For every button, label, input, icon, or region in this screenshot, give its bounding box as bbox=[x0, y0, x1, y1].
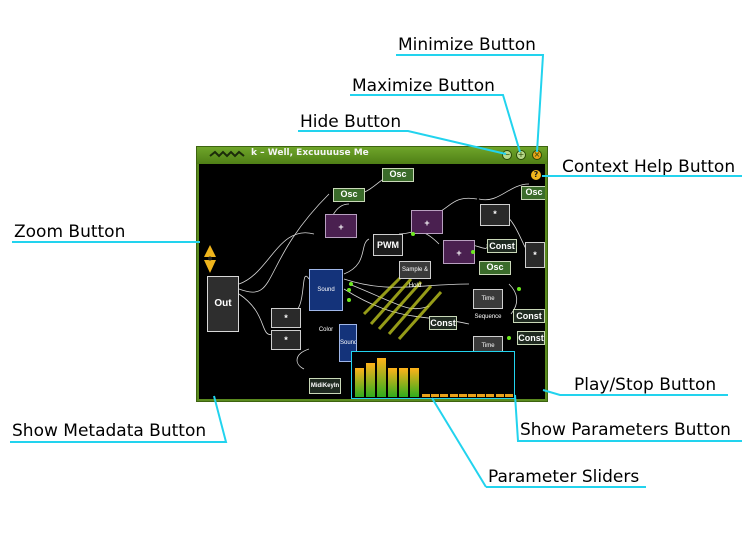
parameter-slider[interactable] bbox=[399, 368, 408, 397]
osc-node[interactable]: Osc bbox=[333, 188, 365, 202]
osc-node[interactable]: Osc bbox=[521, 186, 545, 200]
hide-button-callout: Hide Button bbox=[300, 112, 402, 132]
multiply-node[interactable]: * bbox=[480, 204, 510, 226]
multiply-node[interactable]: * bbox=[525, 242, 545, 268]
zoom-out-icon bbox=[204, 260, 216, 273]
parameter-slider[interactable] bbox=[477, 394, 486, 397]
window-title: k – Well, Excuuuuse Me bbox=[251, 148, 369, 158]
patch-window: k – Well, Excuuuuse Me − + × bbox=[196, 146, 548, 402]
plus-node[interactable]: + bbox=[443, 240, 475, 264]
const-node[interactable]: Const bbox=[487, 239, 517, 253]
context-help-button[interactable]: ? bbox=[531, 170, 541, 180]
parameter-slider[interactable] bbox=[504, 394, 513, 397]
sound-color-node[interactable]: Sound Color bbox=[309, 269, 343, 333]
maximize-button[interactable]: + bbox=[516, 150, 526, 160]
zoom-button[interactable] bbox=[204, 245, 216, 273]
minimize-button[interactable]: × bbox=[532, 150, 542, 160]
x-circle-icon: × bbox=[533, 150, 541, 159]
parameter-slider[interactable] bbox=[410, 368, 419, 397]
parameter-sliders-callout: Parameter Sliders bbox=[488, 467, 640, 487]
parameter-slider[interactable] bbox=[377, 358, 386, 397]
const-node[interactable]: Const bbox=[513, 309, 545, 323]
parameter-slider[interactable] bbox=[422, 394, 430, 397]
parameter-sliders[interactable] bbox=[351, 351, 515, 399]
connection-port[interactable] bbox=[471, 250, 475, 254]
context-help-button-callout: Context Help Button bbox=[562, 157, 736, 177]
multiply-node[interactable]: * bbox=[271, 330, 301, 350]
connection-port[interactable] bbox=[411, 232, 415, 236]
parameter-slider[interactable] bbox=[486, 394, 495, 397]
connection-port[interactable] bbox=[347, 298, 351, 302]
pwm-node[interactable]: PWM bbox=[373, 234, 403, 256]
parameter-slider[interactable] bbox=[431, 394, 440, 397]
sample-hold-node[interactable]: Sample & Hold bbox=[399, 261, 431, 289]
plus-node[interactable]: + bbox=[411, 210, 443, 234]
parameter-slider[interactable] bbox=[366, 363, 375, 397]
title-bar[interactable]: k – Well, Excuuuuse Me − + × bbox=[197, 147, 547, 164]
parameter-slider[interactable] bbox=[440, 394, 449, 397]
plus-circle-icon: + bbox=[517, 150, 525, 159]
osc-node[interactable]: Osc bbox=[382, 168, 414, 182]
zoom-in-icon bbox=[204, 245, 216, 257]
parameter-slider[interactable] bbox=[388, 368, 397, 397]
parameter-slider[interactable] bbox=[355, 368, 364, 397]
parameter-slider[interactable] bbox=[468, 394, 476, 397]
zoom-handle-icon bbox=[208, 256, 212, 261]
hide-button[interactable]: − bbox=[502, 150, 512, 160]
midi-key-in-node[interactable]: MidiKeyIn bbox=[309, 378, 341, 394]
const-node[interactable]: Const bbox=[429, 316, 457, 330]
plus-node[interactable]: + bbox=[325, 214, 357, 238]
parameter-slider[interactable] bbox=[458, 394, 467, 397]
out-node[interactable]: Out bbox=[207, 276, 239, 332]
patch-canvas[interactable]: Osc Osc Osc Osc + + + * * * * Out PWM Co… bbox=[199, 164, 545, 399]
play-stop-button-callout: Play/Stop Button bbox=[574, 375, 717, 395]
time-sequence-node[interactable]: Time Sequence bbox=[473, 289, 503, 320]
minimize-button-callout: Minimize Button bbox=[398, 35, 536, 55]
connection-port[interactable] bbox=[349, 282, 353, 286]
question-mark-icon: ? bbox=[533, 170, 539, 179]
const-node[interactable]: Const bbox=[517, 331, 545, 345]
zoom-button-callout: Zoom Button bbox=[14, 222, 126, 242]
show-metadata-button-callout: Show Metadata Button bbox=[12, 421, 207, 441]
maximize-button-callout: Maximize Button bbox=[352, 76, 495, 96]
connection-port[interactable] bbox=[347, 288, 351, 292]
parameter-slider[interactable] bbox=[449, 394, 458, 397]
app-logo bbox=[209, 150, 245, 158]
connection-port[interactable] bbox=[517, 287, 521, 291]
minus-circle-icon: − bbox=[503, 150, 511, 159]
osc-node[interactable]: Osc bbox=[479, 261, 511, 275]
connection-port[interactable] bbox=[507, 336, 511, 340]
parameter-slider[interactable] bbox=[495, 394, 504, 397]
multiply-node[interactable]: * bbox=[271, 308, 301, 328]
show-parameters-button-callout: Show Parameters Button bbox=[520, 420, 731, 440]
